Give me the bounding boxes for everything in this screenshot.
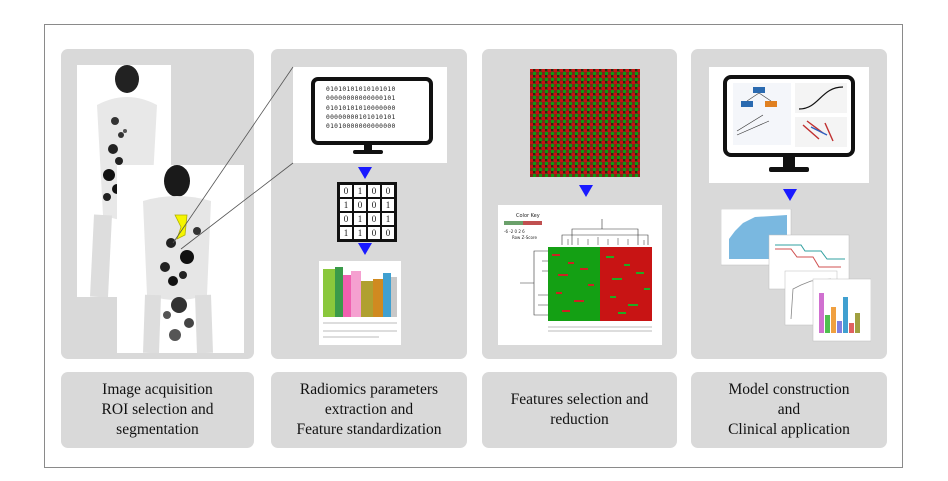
- figure-frame: 01010101010101010 00000000000000101 0101…: [44, 24, 903, 468]
- matrix-cell: 0: [381, 184, 395, 198]
- matrix-cell: 0: [339, 212, 353, 226]
- raw-feature-heatmap: [530, 69, 640, 177]
- matrix-cell: 0: [381, 226, 395, 240]
- flow-arrow-icon: [783, 189, 797, 201]
- matrix-cell: 1: [381, 212, 395, 226]
- svg-text:-6 -2 0 2 6: -6 -2 0 2 6: [504, 229, 525, 234]
- panel-image-acquisition: [61, 49, 254, 359]
- flow-arrow-icon: [358, 243, 372, 255]
- panel-feature-selection: Color Key -6 -2 0 2 6 Row Z-Score: [482, 49, 677, 359]
- matrix-cell: 1: [353, 184, 367, 198]
- matrix-cell: 1: [353, 212, 367, 226]
- svg-text:Row Z-Score: Row Z-Score: [512, 235, 537, 240]
- binary-line: 00000000101010101: [326, 113, 396, 121]
- caption-step-3: Features selection and reduction: [482, 372, 677, 448]
- matrix-cell: 0: [367, 184, 381, 198]
- clustered-heatmap: Color Key -6 -2 0 2 6 Row Z-Score: [498, 205, 662, 345]
- binary-line: 01010101010101010: [326, 86, 396, 93]
- feature-bar-thumbnail: [319, 261, 401, 345]
- matrix-cell: 1: [381, 198, 395, 212]
- matrix-cell: 1: [339, 226, 353, 240]
- monitor-base: [353, 150, 383, 154]
- pet-mip-scan-front: [117, 165, 244, 353]
- binary-line: 01010000000000000: [326, 123, 396, 131]
- monitor-stand: [364, 143, 372, 151]
- model-monitor-icon: [723, 75, 855, 172]
- monitor-binary-card: 01010101010101010 00000000000000101 0101…: [293, 67, 447, 163]
- matrix-cell: 0: [367, 198, 381, 212]
- binary-matrix: 0 1 0 0 1 0 0 1 0 1 0 1 1 1 0 0: [337, 182, 397, 242]
- binary-line: 01010101010000000: [326, 104, 396, 112]
- matrix-cell: 1: [353, 226, 367, 240]
- monitor-screen: 01010101010101010 00000000000000101 0101…: [311, 77, 433, 145]
- panel-model-construction: [691, 49, 887, 359]
- matrix-cell: 1: [339, 198, 353, 212]
- matrix-cell: 0: [339, 184, 353, 198]
- flow-arrow-icon: [358, 167, 372, 179]
- clinical-plots-thumbnail: [721, 209, 871, 342]
- caption-step-2: Radiomics parameters extraction and Feat…: [271, 372, 467, 448]
- caption-step-4: Model construction and Clinical applicat…: [691, 372, 887, 448]
- matrix-cell: 0: [353, 198, 367, 212]
- panel-feature-extraction: 01010101010101010 00000000000000101 0101…: [172, 49, 467, 359]
- callout-lines: [172, 66, 294, 250]
- binary-code-block: 01010101010101010 00000000000000101 0101…: [326, 85, 396, 131]
- binary-line: 00000000000000101: [326, 95, 396, 103]
- matrix-cell: 0: [367, 212, 381, 226]
- svg-text:Color Key: Color Key: [516, 213, 540, 219]
- matrix-cell: 0: [367, 226, 381, 240]
- monitor-model-card: [709, 67, 869, 183]
- flow-arrow-icon: [579, 185, 593, 197]
- caption-step-1: Image acquisition ROI selection and segm…: [61, 372, 254, 448]
